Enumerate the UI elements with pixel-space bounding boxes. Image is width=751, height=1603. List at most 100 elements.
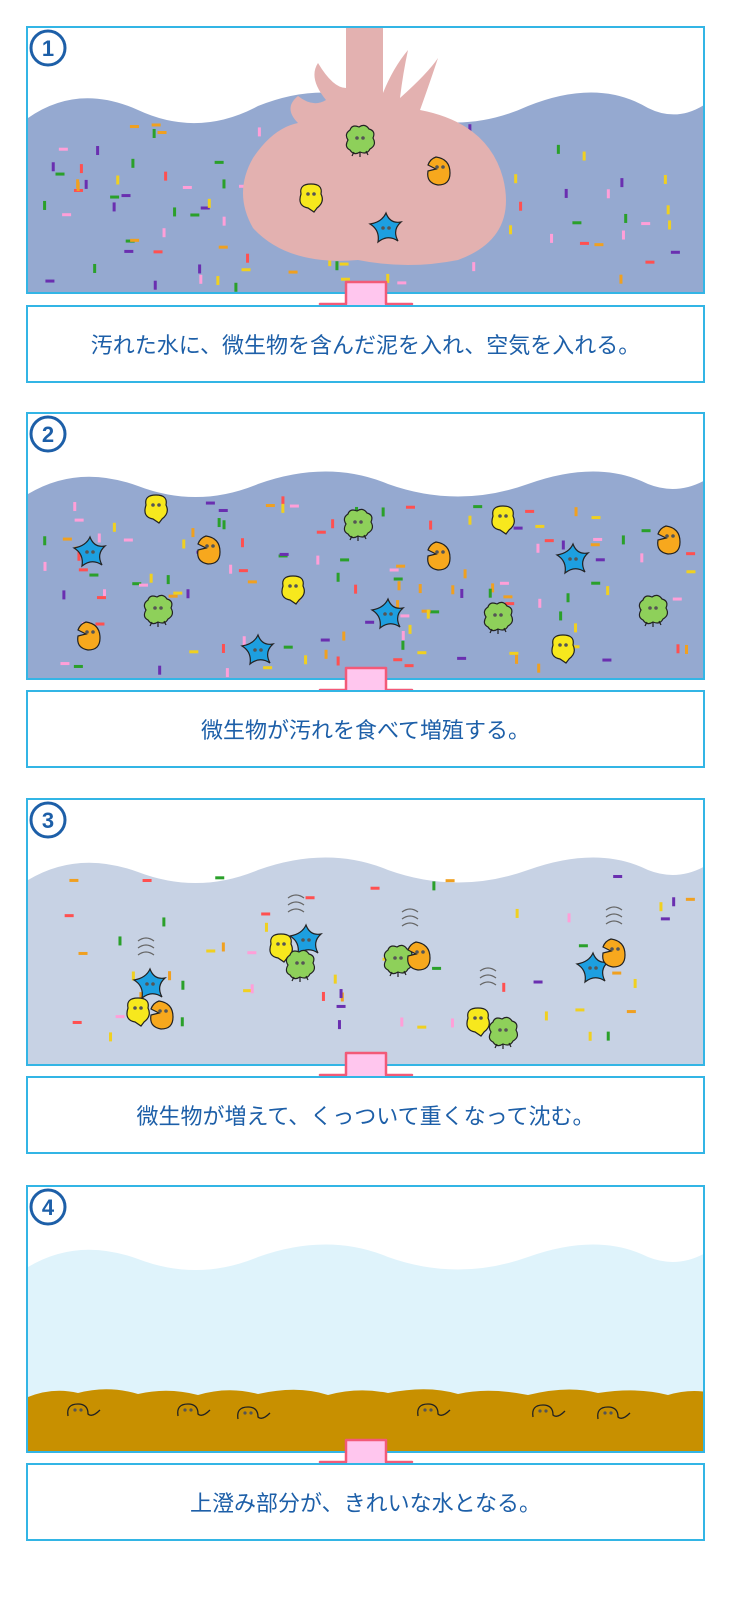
pollutant-particle	[606, 586, 610, 596]
pollutant-particle	[222, 216, 226, 226]
pollutant-particle	[110, 195, 120, 199]
pollutant-particle	[112, 522, 116, 532]
pollutant-particle	[131, 158, 135, 168]
pollutant-particle	[221, 643, 225, 653]
green-microbe	[483, 601, 514, 634]
pollutant-particle	[620, 178, 624, 188]
pollutant-particle	[574, 507, 578, 517]
pollutant-particle	[468, 515, 472, 525]
settled-microbes	[67, 1403, 631, 1420]
pollutant-particle	[305, 896, 315, 900]
pollutant-particle	[257, 127, 261, 137]
pollutant-particle	[513, 526, 523, 530]
settled-microbe	[67, 1403, 101, 1417]
pollutant-particle	[566, 593, 570, 603]
pollutant-particle	[181, 980, 185, 990]
step-3-caption: 微生物が増えて、くっついて重くなって沈む。	[26, 1076, 705, 1154]
pollutant-particle	[575, 1008, 585, 1012]
step-2-illustration	[28, 471, 703, 678]
pollutant-particle	[131, 971, 135, 981]
pollutant-particle	[215, 876, 225, 880]
yellow-microbe	[144, 494, 168, 524]
pollutant-particle	[238, 569, 248, 573]
pollutant-particle	[538, 598, 542, 608]
pollutant-particle	[229, 564, 233, 574]
yellow-microbe	[299, 183, 323, 213]
pollutant-particle	[336, 1004, 346, 1008]
pollutant-particle	[190, 213, 200, 217]
pollutant-particle	[590, 543, 600, 547]
pollutant-particle	[567, 913, 571, 923]
pollutant-particle	[396, 564, 406, 568]
pollutant-particle	[537, 663, 541, 673]
pollutant-particle	[533, 980, 543, 984]
step-4-illustration	[28, 1244, 703, 1451]
svg-text:3: 3	[42, 808, 54, 833]
pollutant-particle	[189, 650, 199, 654]
pollutant-particle	[472, 262, 476, 272]
pollutant-particle	[333, 974, 337, 984]
settled-microbe	[177, 1403, 211, 1417]
pollutant-particle	[182, 539, 186, 549]
pollutant-particle	[519, 201, 523, 211]
pollutant-particle	[370, 886, 380, 890]
pollutant-particle	[221, 942, 225, 952]
pollutant-particle	[499, 581, 509, 585]
pollutant-particle	[432, 966, 442, 970]
pollutant-particle	[397, 281, 407, 285]
pollutant-particle	[405, 505, 415, 509]
sinking-indicator	[287, 894, 305, 913]
pollutant-particle	[78, 568, 88, 572]
step-1-caption: 汚れた水に、微生物を含んだ泥を入れ、空気を入れる。	[26, 305, 705, 383]
step-3-illustration	[28, 857, 703, 1064]
yellow-microbe	[466, 1007, 490, 1037]
pollutant-particle	[199, 274, 203, 284]
green-microbe	[345, 124, 376, 157]
pollutant-particle	[544, 1011, 548, 1021]
pollutant-particle	[401, 630, 405, 640]
pollutant-particle	[572, 221, 582, 225]
pollutant-particle	[97, 533, 101, 543]
pollutant-particle	[153, 280, 157, 290]
pollutant-particle	[515, 908, 519, 918]
blue-microbe	[132, 967, 167, 1000]
pollutant-particle	[73, 664, 83, 668]
pollutant-particle	[121, 194, 131, 198]
settled-microbe	[597, 1406, 631, 1420]
pollutant-particle	[503, 595, 513, 599]
mud-plume	[243, 28, 506, 265]
pollutant-particle	[404, 664, 414, 668]
pollutant-particle	[626, 1010, 636, 1014]
pollutant-particle	[217, 518, 221, 528]
pollutant-particle	[525, 509, 535, 513]
pollutant-particle	[123, 538, 133, 542]
pollutant-particle	[556, 144, 560, 154]
pollutant-particle	[112, 202, 116, 212]
pollutant-particle	[281, 503, 285, 513]
step-4-panel: 4	[26, 1185, 705, 1453]
pollutant-particle	[591, 581, 601, 585]
pollutant-particle	[166, 575, 170, 585]
pollutant-particle	[594, 243, 604, 247]
pollutant-particle	[247, 580, 257, 584]
pollutant-particle	[242, 636, 246, 646]
pollutant-particle	[389, 568, 399, 572]
pollutant-particle	[340, 277, 350, 281]
pollutant-particle	[336, 656, 340, 666]
pollutant-particle	[331, 519, 335, 529]
pollutant-particle	[316, 555, 320, 565]
pollutant-particle	[340, 558, 350, 562]
pollutant-particle	[685, 897, 695, 901]
step-4-caption: 上澄み部分が、きれいな水となる。	[26, 1463, 705, 1541]
pollutant-particle	[51, 162, 55, 172]
pollutant-particle	[686, 570, 696, 574]
sinking-indicator	[137, 937, 155, 956]
pollutant-particle	[225, 668, 229, 678]
pollutant-particle	[78, 951, 88, 955]
pollutant-particle	[162, 917, 166, 927]
pollutant-particle	[595, 558, 605, 562]
pollutant-particle	[666, 205, 670, 215]
pollutant-particle	[214, 160, 224, 164]
pollutant-particle	[505, 602, 515, 606]
pollutant-particle	[58, 147, 68, 151]
